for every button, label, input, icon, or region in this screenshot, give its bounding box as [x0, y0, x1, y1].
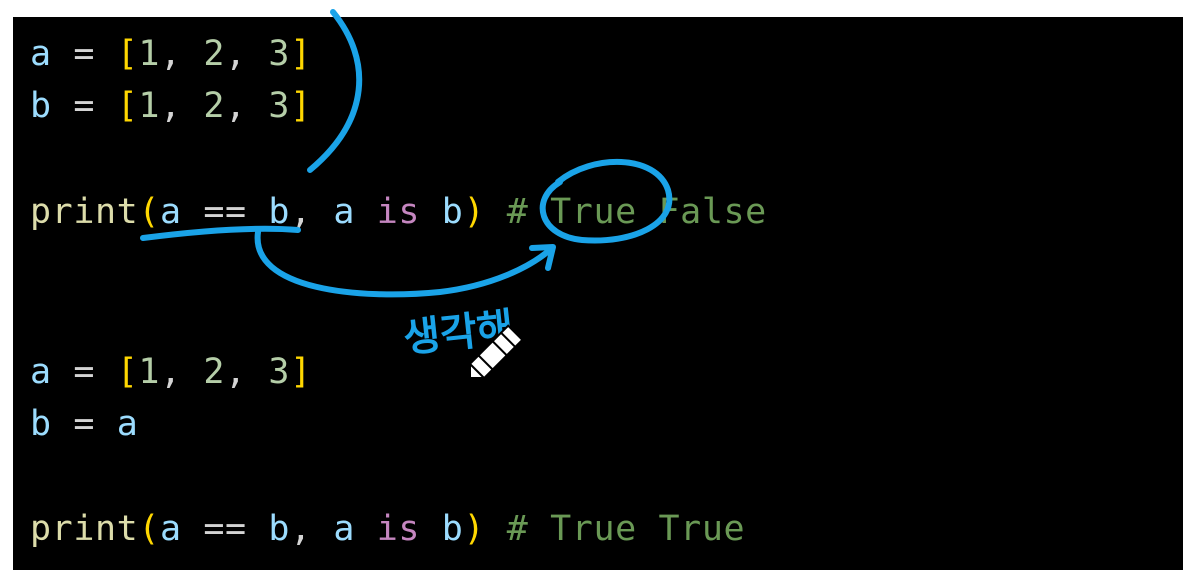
- code-line-1: a = [1, 2, 3]: [30, 34, 312, 74]
- code-editor: a = [1, 2, 3] b = [1, 2, 3] print(a == b…: [13, 17, 1183, 570]
- code-line-2: b = [1, 2, 3]: [30, 86, 312, 126]
- code-comment: # True True: [485, 509, 746, 549]
- code-line-4: print(a == b, a is b) # True False: [30, 192, 767, 232]
- code-line-8: b = a: [30, 404, 139, 444]
- code-comment: # True False: [485, 192, 767, 232]
- code-line-7: a = [1, 2, 3]: [30, 352, 312, 392]
- code-line-10: print(a == b, a is b) # True True: [30, 509, 746, 549]
